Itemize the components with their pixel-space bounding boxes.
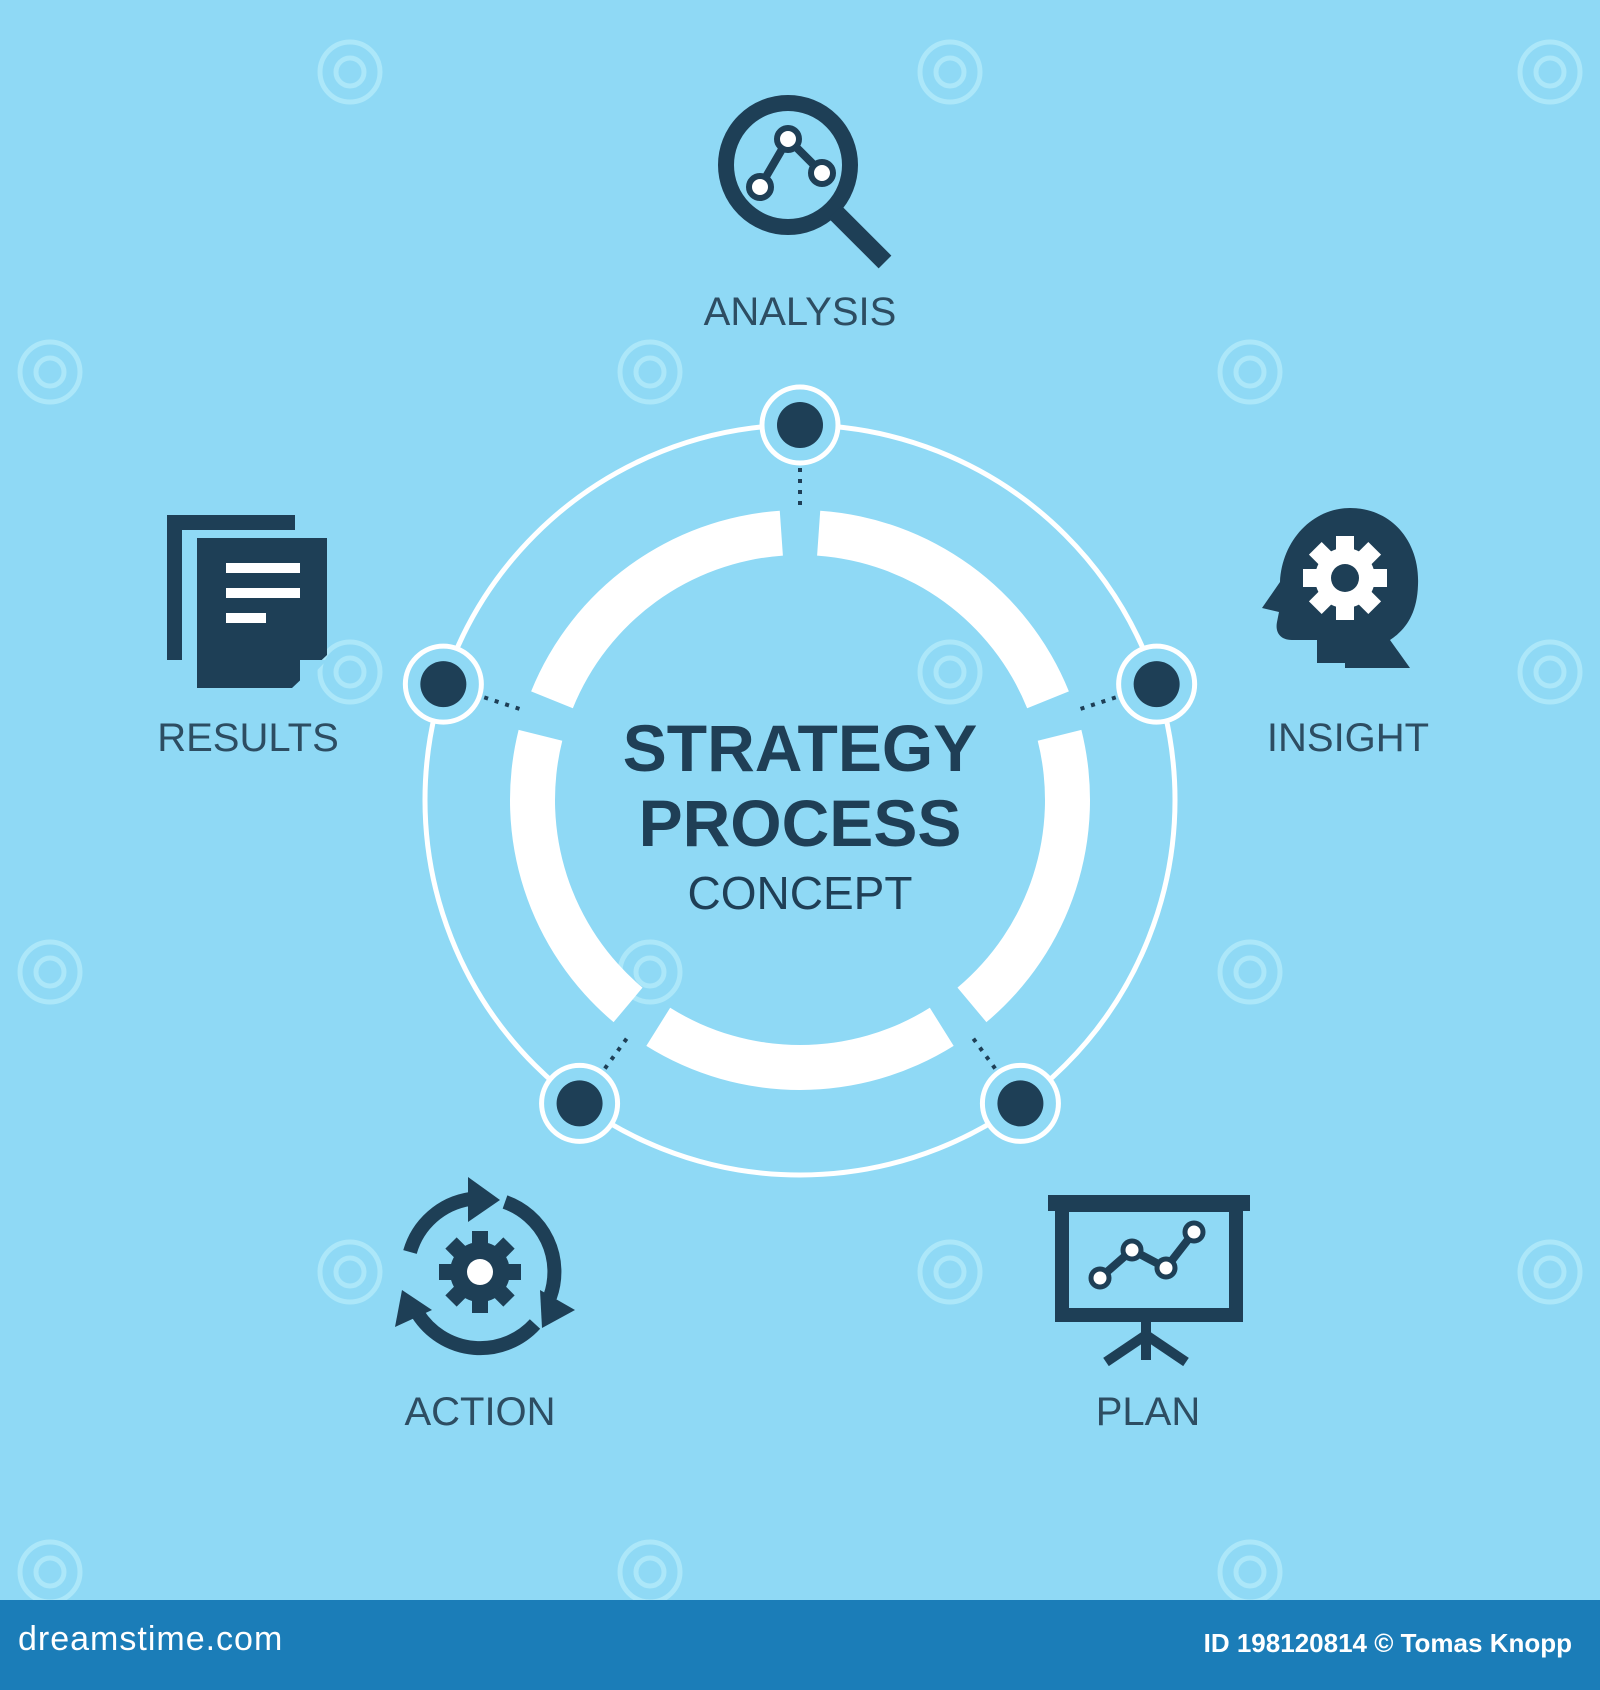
watermark-swirl-icon bbox=[917, 39, 983, 105]
watermark-swirl-icon bbox=[617, 339, 683, 405]
node-dot bbox=[420, 661, 467, 708]
ring-segment bbox=[531, 510, 783, 709]
dotted-connector bbox=[1079, 694, 1120, 711]
watermark-swirl-icon bbox=[917, 639, 983, 705]
strategy-diagram bbox=[17, 39, 1583, 1600]
connectors bbox=[480, 465, 1120, 1073]
watermark-swirl-icon bbox=[317, 639, 383, 705]
node-dots bbox=[402, 384, 1198, 1144]
watermark-swirl-icon bbox=[1217, 939, 1283, 1005]
cycle-gear-icon bbox=[395, 1177, 575, 1356]
watermark-swirl-icon bbox=[317, 1239, 383, 1305]
ring-segment bbox=[817, 510, 1069, 709]
dotted-connector bbox=[480, 694, 521, 711]
inner-segmented-ring bbox=[510, 510, 1090, 1091]
watermark-swirl-icon bbox=[17, 339, 83, 405]
watermark-swirl-icon bbox=[1517, 39, 1583, 105]
watermark-swirl-icon bbox=[917, 1239, 983, 1305]
subtitle: CONCEPT bbox=[687, 867, 913, 919]
node-dot bbox=[556, 1080, 603, 1127]
presentation-chart-icon bbox=[1048, 1195, 1250, 1367]
node-dot bbox=[777, 402, 823, 448]
documents-icon bbox=[167, 515, 327, 688]
watermark-swirl-icon bbox=[1217, 1539, 1283, 1600]
dotted-connector bbox=[601, 1037, 629, 1073]
node-dot bbox=[1133, 661, 1180, 708]
stage-label-plan: PLAN bbox=[1095, 1390, 1201, 1434]
watermark-swirl-icon bbox=[1517, 1239, 1583, 1305]
watermark-swirl-icon bbox=[17, 939, 83, 1005]
watermark-swirl-icon bbox=[317, 39, 383, 105]
ring-segment bbox=[957, 729, 1090, 1023]
ring-segment bbox=[646, 1007, 954, 1091]
watermark-swirl-icon bbox=[617, 1539, 683, 1600]
footer-bar: dreamstime.com ID 198120814 © Tomas Knop… bbox=[0, 1600, 1600, 1690]
stage-label-action: ACTION bbox=[404, 1390, 556, 1434]
stage-label-results: RESULTS bbox=[157, 716, 339, 760]
ring-segment bbox=[510, 729, 643, 1023]
stage-label-insight: INSIGHT bbox=[1266, 716, 1430, 760]
footer-site-logo: dreamstime.com bbox=[18, 1620, 284, 1658]
watermark-swirl-icon bbox=[17, 1539, 83, 1600]
dotted-connector bbox=[971, 1037, 999, 1073]
stage-label-analysis: ANALYSIS bbox=[703, 290, 897, 334]
watermark-pattern bbox=[17, 39, 1583, 1600]
magnifier-icon bbox=[718, 95, 892, 269]
footer-credit: ID 198120814 © Tomas Knopp bbox=[1203, 1628, 1572, 1658]
title-line-2: PROCESS bbox=[638, 786, 962, 860]
title-line-1: STRATEGY bbox=[622, 711, 978, 785]
head-gear-icon bbox=[1262, 508, 1419, 668]
node-dot bbox=[997, 1080, 1044, 1127]
watermark-swirl-icon bbox=[1517, 639, 1583, 705]
watermark-swirl-icon bbox=[1217, 339, 1283, 405]
